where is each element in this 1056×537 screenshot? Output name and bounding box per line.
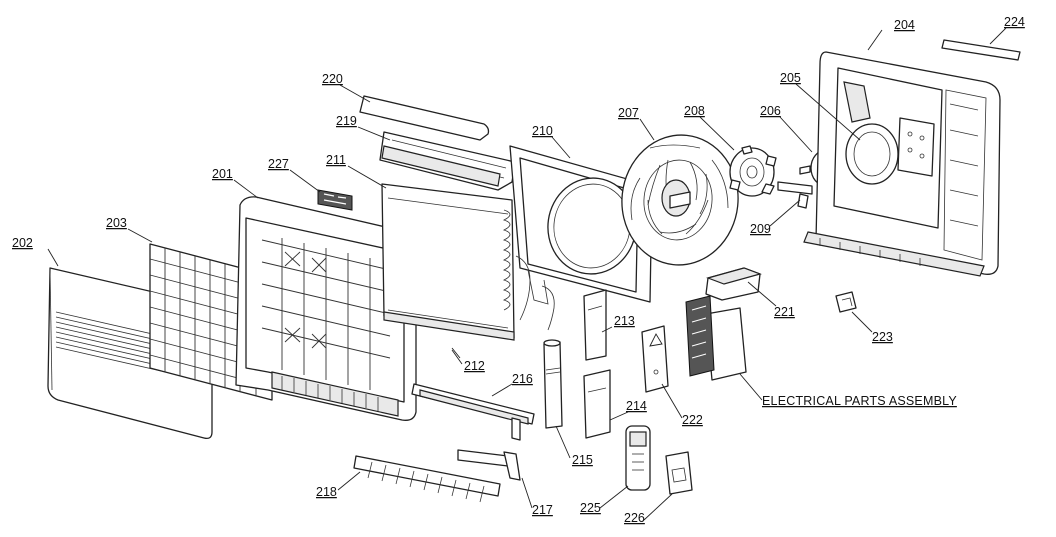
part-215-drain-pipe bbox=[543, 339, 563, 429]
label-214: 214 bbox=[626, 399, 647, 413]
part-225-remote-control bbox=[625, 425, 651, 491]
part-217-drain-hose bbox=[457, 449, 521, 481]
label-225: 225 bbox=[580, 501, 601, 515]
part-labels: 202 203 201 227 211 219 220 210 207 208 … bbox=[12, 15, 1025, 525]
part-212-screw bbox=[451, 347, 461, 359]
part-219-top-grille bbox=[379, 131, 516, 191]
label-218: 218 bbox=[316, 485, 337, 499]
part-222-control-cover bbox=[641, 325, 669, 393]
part-201-main-casing bbox=[235, 196, 417, 421]
part-214-insulation bbox=[583, 369, 611, 439]
label-226: 226 bbox=[624, 511, 645, 525]
part-210-fan-housing bbox=[509, 145, 653, 331]
label-219: 219 bbox=[336, 114, 357, 128]
label-220: 220 bbox=[322, 72, 343, 86]
part-208-motor-bracket bbox=[729, 145, 777, 197]
part-226-remote-holder bbox=[665, 451, 693, 495]
label-203: 203 bbox=[106, 216, 127, 230]
label-223: 223 bbox=[872, 330, 893, 344]
electrical-parts-assembly bbox=[685, 295, 747, 381]
label-204: 204 bbox=[894, 18, 915, 32]
part-216-drain-pan bbox=[411, 383, 535, 441]
label-222: 222 bbox=[682, 413, 703, 427]
label-208: 208 bbox=[684, 104, 705, 118]
label-206: 206 bbox=[760, 104, 781, 118]
label-207: 207 bbox=[618, 106, 639, 120]
label-electrical-parts-assembly: ELECTRICAL PARTS ASSEMBLY bbox=[762, 394, 957, 408]
label-205: 205 bbox=[780, 71, 801, 85]
label-227: 227 bbox=[268, 157, 289, 171]
part-220-top-flap bbox=[359, 95, 490, 141]
label-209: 209 bbox=[750, 222, 771, 236]
label-216: 216 bbox=[512, 372, 533, 386]
label-201: 201 bbox=[212, 167, 233, 181]
part-204-back-casing bbox=[803, 51, 1001, 277]
part-211-heat-exchanger bbox=[381, 183, 515, 341]
part-224-top-rail bbox=[941, 39, 1021, 61]
part-213-insulation bbox=[583, 289, 607, 361]
label-211: 211 bbox=[326, 153, 346, 167]
label-213: 213 bbox=[614, 314, 635, 328]
part-221-terminal-box bbox=[705, 267, 762, 301]
part-223-clip bbox=[835, 291, 857, 313]
part-227-display-badge bbox=[317, 189, 353, 211]
part-207-blower-fan bbox=[621, 134, 739, 266]
label-215: 215 bbox=[572, 453, 593, 467]
label-224: 224 bbox=[1004, 15, 1025, 29]
leader-lines bbox=[47, 27, 1007, 521]
part-209-motor-clip bbox=[777, 181, 813, 209]
label-210: 210 bbox=[532, 124, 553, 138]
label-217: 217 bbox=[532, 503, 553, 517]
label-202: 202 bbox=[12, 236, 33, 250]
label-221: 221 bbox=[774, 305, 795, 319]
part-218-louver-assembly bbox=[353, 455, 501, 503]
label-212: 212 bbox=[464, 359, 485, 373]
